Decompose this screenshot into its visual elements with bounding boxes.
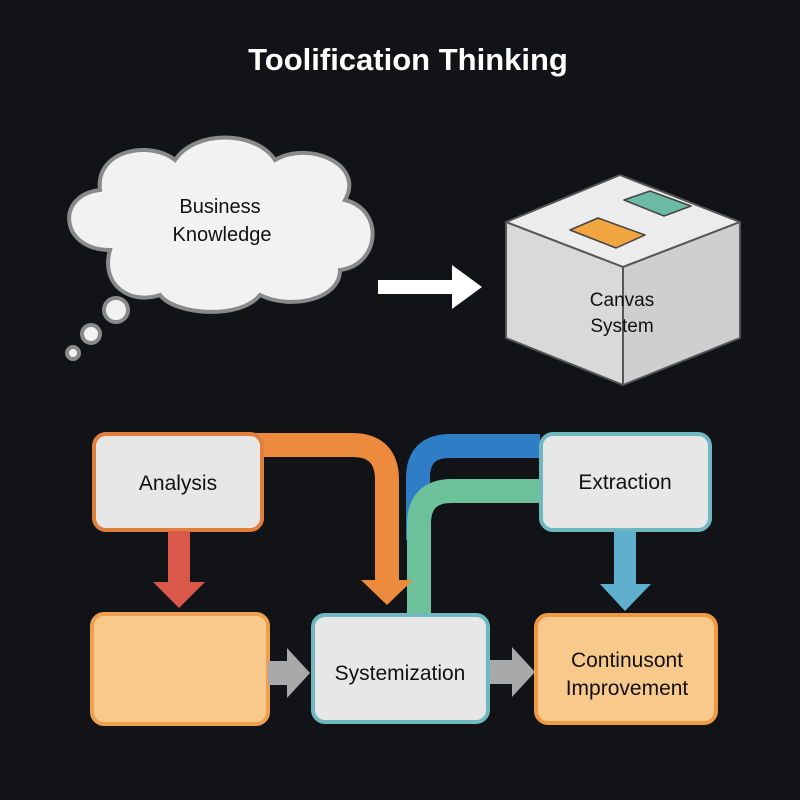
diagram-title: Toolification Thinking [248,42,568,77]
analysis-label: Analysis [139,472,217,495]
grey-right-arrow [268,648,310,698]
cloud-text-line-2: Knowledge [173,224,272,246]
red-down-arrow [153,531,205,608]
empty-box [90,612,270,726]
analysis-box: Analysis [92,432,264,532]
teal-panel-icon [623,190,692,217]
continuous-label-line-1: Continusont [571,649,683,672]
canvas-system-cube [505,174,741,386]
continuous-improvement-box: Continusont Improvement [534,613,718,725]
blue-connector-arrow [406,434,540,540]
continuous-label-line-2: Improvement [566,677,689,700]
systemization-label: Systemization [335,662,466,685]
orange-connector-arrow [255,433,413,605]
cloud-text-line-1: Business [179,196,260,218]
cube-label-line-1: Canvas [590,290,654,311]
orange-panel-icon [569,217,646,249]
grey-right-arrow-2 [490,647,535,697]
blue-down-arrow [600,531,651,611]
cube-label-line-2: System [590,316,653,337]
right-arrow-icon [378,265,482,309]
thought-cloud: Business Knowledge [65,135,375,361]
green-connector-arrow [407,479,540,614]
extraction-label: Extraction [578,471,671,494]
extraction-box: Extraction [539,432,712,532]
systemization-box: Systemization [311,613,490,724]
